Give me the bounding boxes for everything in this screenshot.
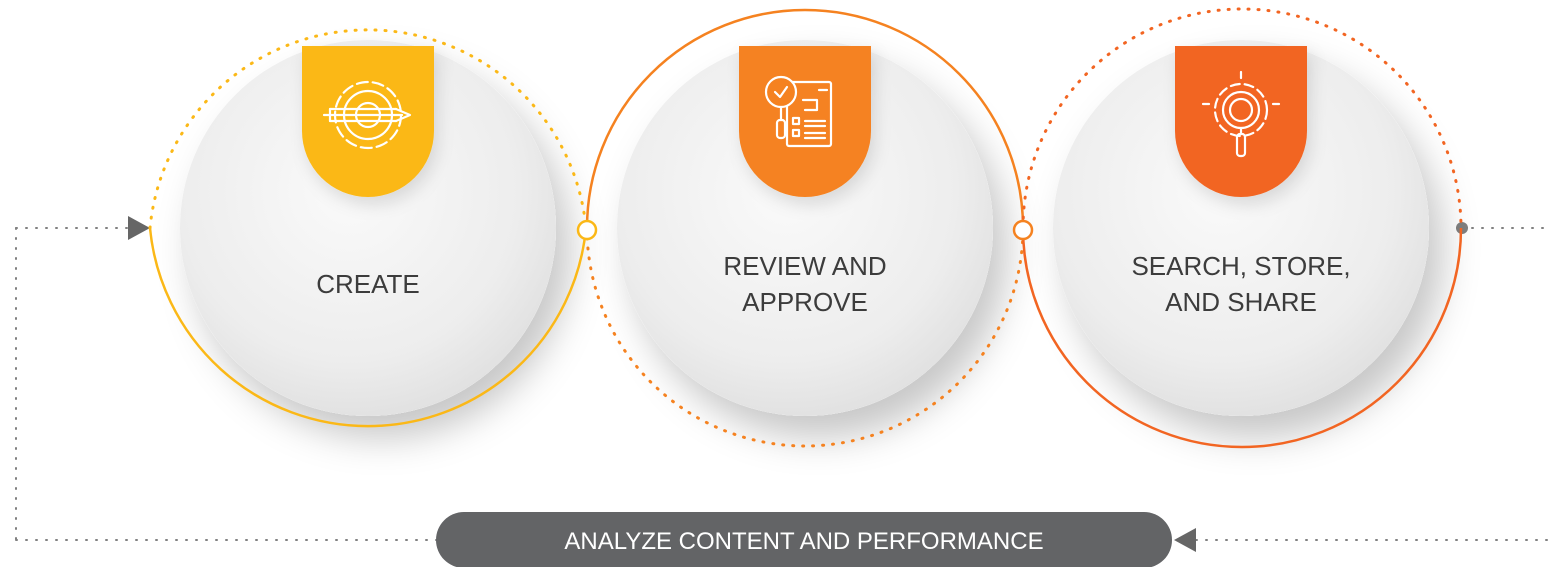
stage-label-3-line-1: SEARCH, STORE,	[1131, 251, 1350, 281]
ring-share-dotted-top	[1021, 7, 1463, 230]
gear-magnifier-icon	[1201, 70, 1281, 158]
stage-label-1-line-1: CREATE	[316, 269, 420, 299]
stage-review-and-approve	[617, 40, 993, 416]
ring-review-solid-top	[585, 8, 1025, 229]
stage-label-2-line-1: REVIEW AND	[723, 251, 886, 281]
ring-create-dotted-top	[148, 28, 588, 230]
stage-label-3-line-2: AND SHARE	[1165, 287, 1317, 317]
analyze-pill: ANALYZE CONTENT AND PERFORMANCE	[436, 512, 1172, 567]
arrow-into-create-icon	[128, 216, 150, 240]
arrow-into-feedback-icon	[1174, 528, 1196, 552]
disc-inner	[617, 40, 993, 416]
stage-search-store-share	[1053, 40, 1429, 416]
ring-share-solid-bottom	[1021, 227, 1463, 449]
analyze-pill-label: ANALYZE CONTENT AND PERFORMANCE	[564, 528, 1043, 555]
stage-create	[180, 40, 556, 416]
ring-review-dotted-bottom	[585, 226, 1025, 448]
connector-node-2	[1012, 219, 1034, 241]
analyze-pill-background	[436, 512, 1172, 567]
stage-label-2-line-2: APPROVE	[742, 287, 868, 317]
disc-inner	[180, 40, 556, 416]
feedback-loop	[15, 227, 1551, 541]
connector-node-1	[576, 219, 598, 241]
stage-labels: CREATE REVIEW AND APPROVE SEARCH, STORE, AND…	[316, 251, 1350, 317]
disc-inner	[1053, 40, 1429, 416]
document-checklist-magnifier-icon	[764, 75, 833, 148]
ring-create-solid-bottom	[148, 227, 588, 428]
gear-pencil-icon	[322, 80, 412, 150]
